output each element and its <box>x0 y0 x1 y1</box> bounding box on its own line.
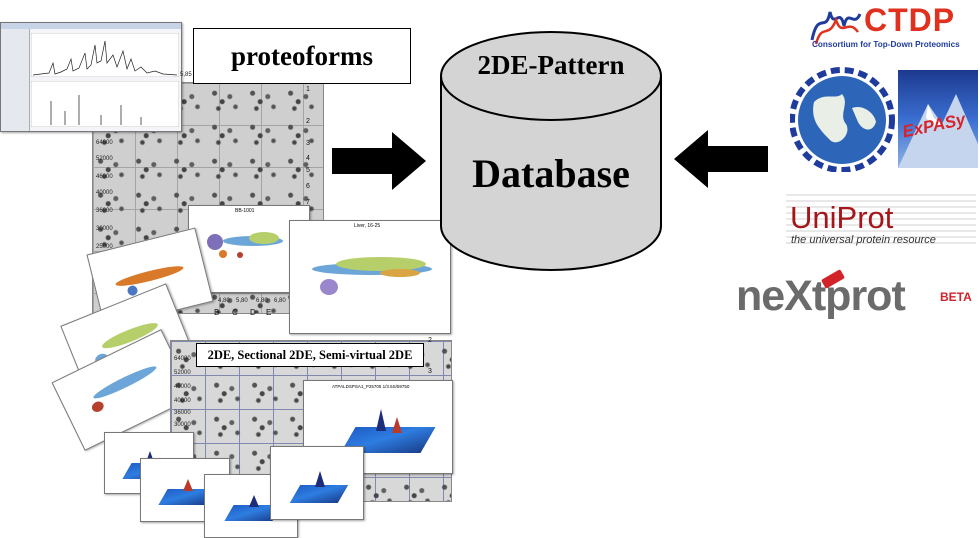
gel-lane-number: 2 <box>306 118 310 125</box>
bubble <box>207 234 223 250</box>
gel-y-tick: 36000 <box>96 208 113 214</box>
bubble <box>237 252 243 258</box>
cylinder-top <box>440 31 662 121</box>
gel-y-tick: 30000 <box>96 226 113 232</box>
uniprot-subtitle: the universal protein resource <box>791 234 936 246</box>
gel-lane-number: 4 <box>306 155 310 162</box>
bubble <box>219 250 227 258</box>
gel-y-tick: 36000 <box>174 410 191 416</box>
figure-collage: 64000 52000 46000 40000 36000 30000 2500… <box>0 0 460 538</box>
ctdp-subtitle: Consortium for Top-Down Proteomics <box>812 40 960 49</box>
gel-y-tick: 46000 <box>174 384 191 390</box>
gel-y-tick: 46000 <box>96 174 113 180</box>
arrow-right-shape <box>332 132 426 190</box>
surface-chart-4 <box>270 446 364 520</box>
ctdp-logo: CTDP Consortium for Top-Down Proteomics <box>808 0 976 54</box>
arrow-left-shape <box>674 130 768 188</box>
gel-y-tick: 25000 <box>96 244 113 250</box>
gel-y-tick: 52000 <box>174 370 191 376</box>
ph-tick: 6,80 <box>256 298 268 304</box>
uniprot-sequence-bg <box>786 194 976 244</box>
gel-lane-number: 1 <box>306 86 310 93</box>
database-label: Database <box>472 151 630 196</box>
gel-lane-number: 7 <box>306 199 310 206</box>
nextprot-wordmark: neXtprot <box>736 272 906 320</box>
nextprot-logo: neXtprot BETA <box>736 269 980 330</box>
gel-y-tick: 30000 <box>174 422 191 428</box>
bubble <box>91 362 159 403</box>
lane-letter: B <box>214 308 220 317</box>
gel-types-label: 2DE, Sectional 2DE, Semi-virtual 2DE <box>196 343 424 367</box>
lane-letter: E <box>266 308 272 317</box>
bubble <box>336 257 426 271</box>
gel-y-tick: 40000 <box>96 190 113 196</box>
lane-letter: D <box>250 308 256 317</box>
database-title: 2DE-Pattern <box>477 50 625 80</box>
gel-lane-number: 3 <box>428 368 432 375</box>
surface-peak <box>315 471 325 487</box>
gel-y-tick: 40000 <box>174 398 191 404</box>
gel-lane-number: 5 <box>306 167 310 174</box>
spectrum-software-screenshot <box>0 22 182 132</box>
ph-tick: 5,80 <box>236 298 248 304</box>
arrow-left <box>674 130 768 188</box>
chart-title: BB-1001 <box>235 208 255 214</box>
database-cylinder <box>440 31 662 271</box>
arrow-right <box>332 132 426 190</box>
mass-spectrum-plot-lower <box>31 81 179 127</box>
surface-peak <box>376 409 386 431</box>
gel-lane-number: 3 <box>306 140 310 147</box>
bubble-chart-main: Liver, 16-25 <box>289 220 451 334</box>
expasy-logo: ExPASy <box>898 70 978 168</box>
surface-plot <box>289 485 349 503</box>
gel-y-tick: 52000 <box>96 156 113 162</box>
cylinder-body <box>440 76 662 271</box>
bubble <box>114 262 185 290</box>
gel-lane-number: 6 <box>306 183 310 190</box>
globe-icon <box>790 67 895 172</box>
gel-y-tick: 64000 <box>174 356 191 362</box>
chart-title: ATPALDSPSA1_P25705 1/3.5S/59750 <box>332 384 410 389</box>
ph-tick: 5,85 <box>180 72 192 78</box>
surface-peak <box>392 417 402 433</box>
nextprot-beta-badge: BETA <box>940 290 972 304</box>
lane-letter: C <box>232 308 238 317</box>
world-2dpage-logo <box>790 64 900 172</box>
gel-y-tick: 64000 <box>96 140 113 146</box>
software-titlebar <box>1 23 181 29</box>
software-sidepanel <box>1 29 30 131</box>
bubble <box>249 232 279 244</box>
uniprot-logo: UniProt the universal protein resource <box>786 194 976 248</box>
uniprot-wordmark: UniProt <box>790 200 894 235</box>
ph-tick: 4,80 <box>218 298 230 304</box>
ph-tick: 6,80 <box>274 298 286 304</box>
bubble <box>320 279 338 295</box>
chart-title: Liver, 16-25 <box>354 223 381 229</box>
surface-chart-main: ATPALDSPSA1_P25705 1/3.5S/59750 <box>303 380 453 474</box>
ctdp-wordmark: CTDP <box>864 2 956 38</box>
proteoforms-label: proteoforms <box>193 28 411 84</box>
bubble <box>380 269 420 277</box>
mountain-icon <box>898 94 978 168</box>
protein-ribbon-icon <box>810 11 862 45</box>
bubble <box>90 399 106 414</box>
gel-lane-number: 2 <box>428 337 432 344</box>
surface-peak <box>249 495 259 507</box>
surface-peak <box>183 479 193 491</box>
mass-spectrum-plot <box>31 33 179 77</box>
